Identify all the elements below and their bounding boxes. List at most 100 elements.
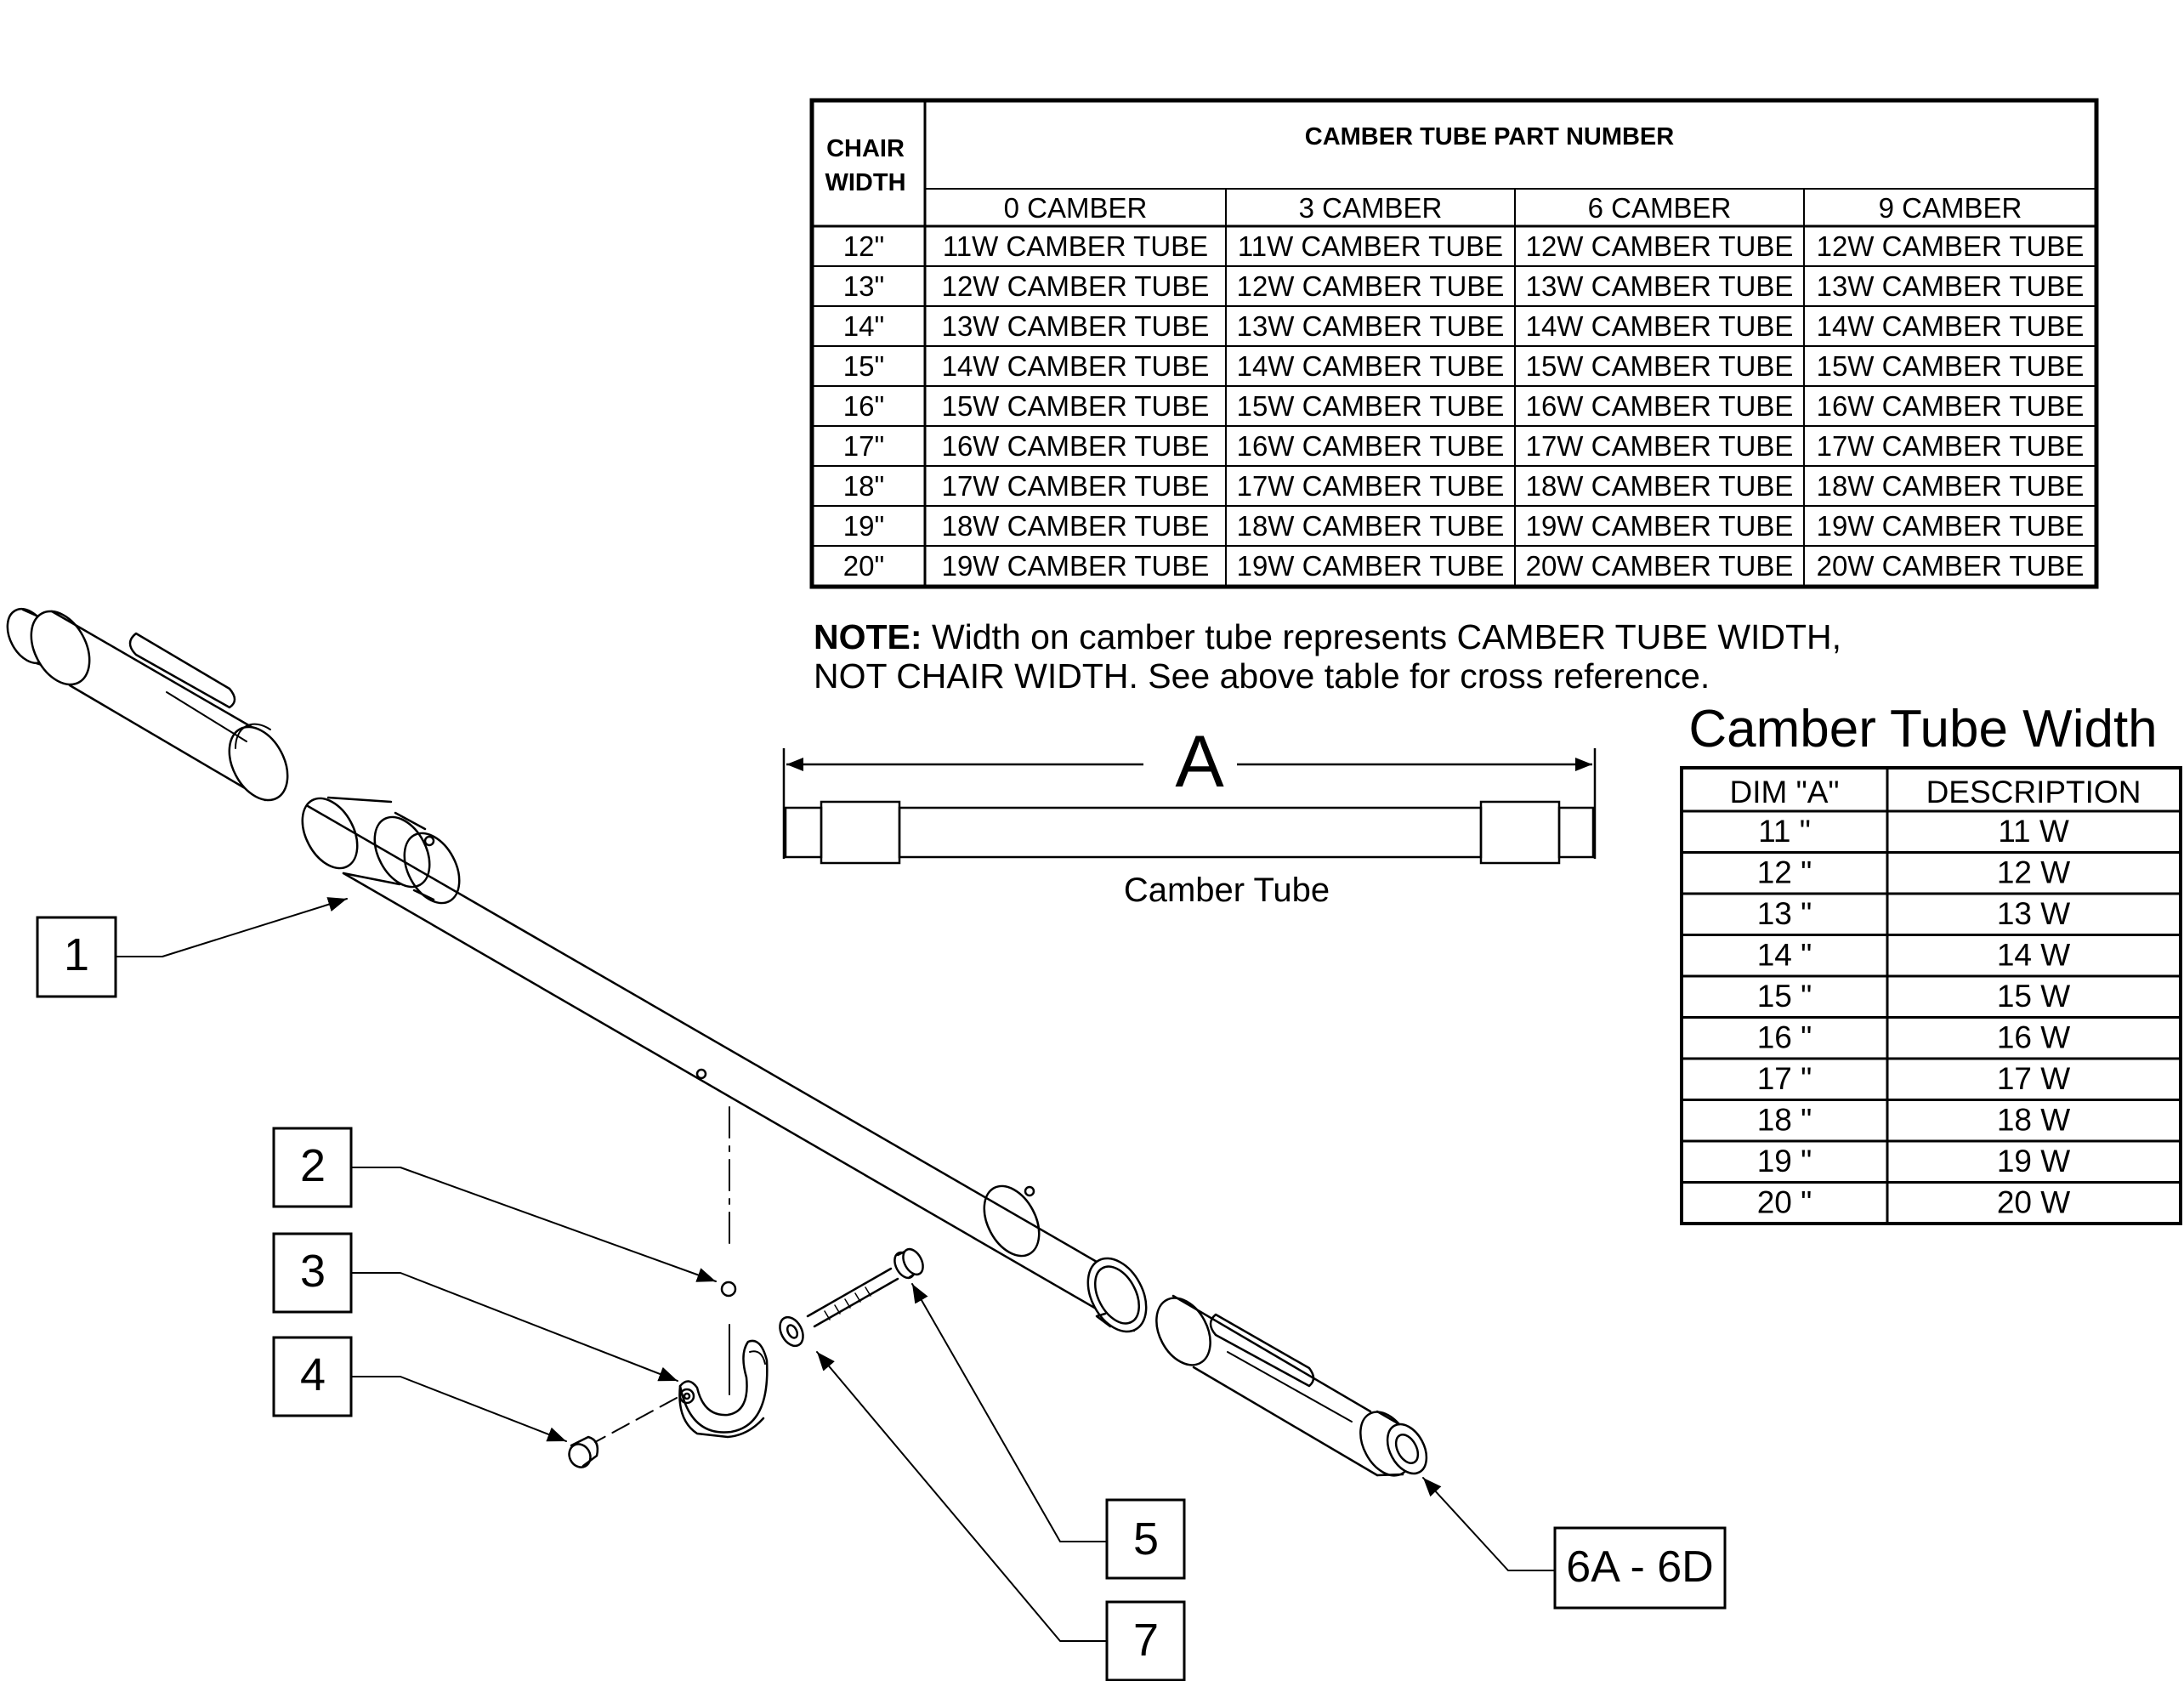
- camber-tube-part-number-header: CAMBER TUBE PART NUMBER: [1305, 123, 1675, 150]
- part-number-cell: 16W CAMBER TUBE: [1237, 430, 1505, 462]
- camber-tube-caption: Camber Tube: [1124, 872, 1330, 909]
- part-number-cell: 17W CAMBER TUBE: [942, 470, 1210, 502]
- description-cell: 19 W: [1997, 1144, 2070, 1178]
- bolt: [806, 1247, 924, 1328]
- cap-nut: [568, 1435, 599, 1468]
- dim-a-cell: 12 ": [1757, 855, 1812, 890]
- description-cell: 13 W: [1997, 896, 2070, 931]
- description-cell: 12 W: [1997, 855, 2070, 890]
- ball-detent: [720, 1281, 737, 1298]
- callout-4-label: 4: [300, 1349, 326, 1400]
- leader-lines: [115, 897, 1556, 1642]
- dim-a-cell: 20 ": [1757, 1185, 1812, 1220]
- description-cell: 15 W: [1997, 979, 2070, 1014]
- part-number-cell: 12W CAMBER TUBE: [1237, 270, 1505, 302]
- camber-column-header: 6 CAMBER: [1588, 192, 1732, 224]
- part-number-cell: 20W CAMBER TUBE: [1817, 550, 2085, 582]
- part-number-cell: 12W CAMBER TUBE: [1817, 230, 2085, 262]
- callout-2-label: 2: [300, 1140, 326, 1191]
- callout-6-label: 6A - 6D: [1566, 1542, 1713, 1592]
- main-camber-tube: [301, 796, 1148, 1333]
- note-label: NOTE:: [814, 617, 922, 656]
- chair-width-cell: 18": [843, 470, 884, 502]
- chair-width-cell: 13": [843, 270, 884, 302]
- part-number-cell: 19W CAMBER TUBE: [1526, 510, 1794, 542]
- part-number-cell: 13W CAMBER TUBE: [1526, 270, 1794, 302]
- part-number-cell: 17W CAMBER TUBE: [1237, 470, 1505, 502]
- chair-width-cell: 20": [843, 550, 884, 582]
- part-number-cell: 14W CAMBER TUBE: [1817, 310, 2085, 342]
- part-number-cell: 17W CAMBER TUBE: [1526, 430, 1794, 462]
- chair-width-header-line1: CHAIR: [826, 135, 905, 162]
- dim-a-column-header: DIM "A": [1729, 775, 1839, 809]
- callout-2: 2: [272, 1127, 353, 1208]
- dim-a-cell: 15 ": [1757, 979, 1812, 1014]
- part-number-cell: 12W CAMBER TUBE: [1526, 230, 1794, 262]
- part-number-cell: 18W CAMBER TUBE: [1237, 510, 1505, 542]
- part-number-cell: 15W CAMBER TUBE: [1237, 390, 1505, 422]
- part-number-cell: 18W CAMBER TUBE: [1526, 470, 1794, 502]
- left-insert: [6, 608, 289, 802]
- callout-4: 4: [272, 1336, 353, 1417]
- chair-width-cell: 15": [843, 350, 884, 382]
- camber-clamp: [678, 1339, 769, 1439]
- part-number-cell: 16W CAMBER TUBE: [1526, 390, 1794, 422]
- description-cell: 17 W: [1997, 1061, 2070, 1096]
- callout-1-label: 1: [64, 929, 89, 980]
- part-number-cell: 15W CAMBER TUBE: [1526, 350, 1794, 382]
- part-number-cell: 19W CAMBER TUBE: [942, 550, 1210, 582]
- chair-width-header-line2: WIDTH: [825, 169, 905, 196]
- note-line-1: NOTE: Width on camber tube represents CA…: [814, 617, 1841, 656]
- camber-tube-width-table: Camber Tube Width DIM "A" DESCRIPTION 11…: [1680, 700, 2182, 1225]
- part-number-cell: 18W CAMBER TUBE: [942, 510, 1210, 542]
- chair-width-cell: 17": [843, 430, 884, 462]
- callout-5: 5: [1105, 1498, 1186, 1580]
- part-number-cell: 14W CAMBER TUBE: [1526, 310, 1794, 342]
- part-number-cell: 18W CAMBER TUBE: [1817, 470, 2085, 502]
- washer: [779, 1315, 804, 1348]
- part-number-cell: 11W CAMBER TUBE: [943, 230, 1208, 262]
- chair-width-cell: 19": [843, 510, 884, 542]
- callout-7-label: 7: [1133, 1615, 1159, 1666]
- part-number-cell: 19W CAMBER TUBE: [1817, 510, 2085, 542]
- description-cell: 20 W: [1997, 1185, 2070, 1220]
- dim-a-cell: 14 ": [1757, 938, 1812, 973]
- dim-a-cell: 16 ": [1757, 1020, 1812, 1055]
- description-cell: 16 W: [1997, 1020, 2070, 1055]
- description-cell: 11 W: [1998, 814, 2069, 849]
- part-number-cell: 14W CAMBER TUBE: [942, 350, 1210, 382]
- part-number-cell: 20W CAMBER TUBE: [1526, 550, 1794, 582]
- part-number-cell: 17W CAMBER TUBE: [1817, 430, 2085, 462]
- camber-tube-side-view: [782, 748, 1597, 865]
- right-insert: [1155, 1294, 1428, 1477]
- callout-7: 7: [1105, 1600, 1186, 1681]
- callout-1: 1: [36, 916, 117, 998]
- description-column-header: DESCRIPTION: [1926, 775, 2141, 809]
- chair-width-cell: 12": [843, 230, 884, 262]
- part-number-cell: 19W CAMBER TUBE: [1237, 550, 1505, 582]
- part-number-cell: 15W CAMBER TUBE: [942, 390, 1210, 422]
- description-cell: 18 W: [1997, 1103, 2070, 1138]
- part-number-cell: 12W CAMBER TUBE: [942, 270, 1210, 302]
- part-number-cell: 16W CAMBER TUBE: [942, 430, 1210, 462]
- chair-width-cell: 14": [843, 310, 884, 342]
- note-text-1: Width on camber tube represents CAMBER T…: [922, 617, 1842, 656]
- part-number-cell: 13W CAMBER TUBE: [1237, 310, 1505, 342]
- note-line-2: NOT CHAIR WIDTH. See above table for cro…: [814, 656, 1710, 696]
- callout-3: 3: [272, 1232, 353, 1314]
- callout-5-label: 5: [1133, 1513, 1159, 1565]
- dim-a-cell: 18 ": [1757, 1103, 1812, 1138]
- dimension-a-label: A: [1175, 721, 1224, 803]
- part-number-cell: 13W CAMBER TUBE: [1817, 270, 2085, 302]
- callout-6a-6d: 6A - 6D: [1553, 1526, 1727, 1610]
- chair-width-cell: 16": [843, 390, 884, 422]
- part-number-cell: 11W CAMBER TUBE: [1238, 230, 1503, 262]
- dim-a-cell: 17 ": [1757, 1061, 1812, 1096]
- dim-a-cell: 13 ": [1757, 896, 1812, 931]
- camber-tube-part-number-table: CHAIR WIDTH CAMBER TUBE PART NUMBER 0 CA…: [809, 98, 2099, 589]
- camber-column-header: 0 CAMBER: [1004, 192, 1148, 224]
- dim-a-cell: 19 ": [1757, 1144, 1812, 1178]
- part-number-cell: 16W CAMBER TUBE: [1817, 390, 2085, 422]
- part-number-cell: 14W CAMBER TUBE: [1237, 350, 1505, 382]
